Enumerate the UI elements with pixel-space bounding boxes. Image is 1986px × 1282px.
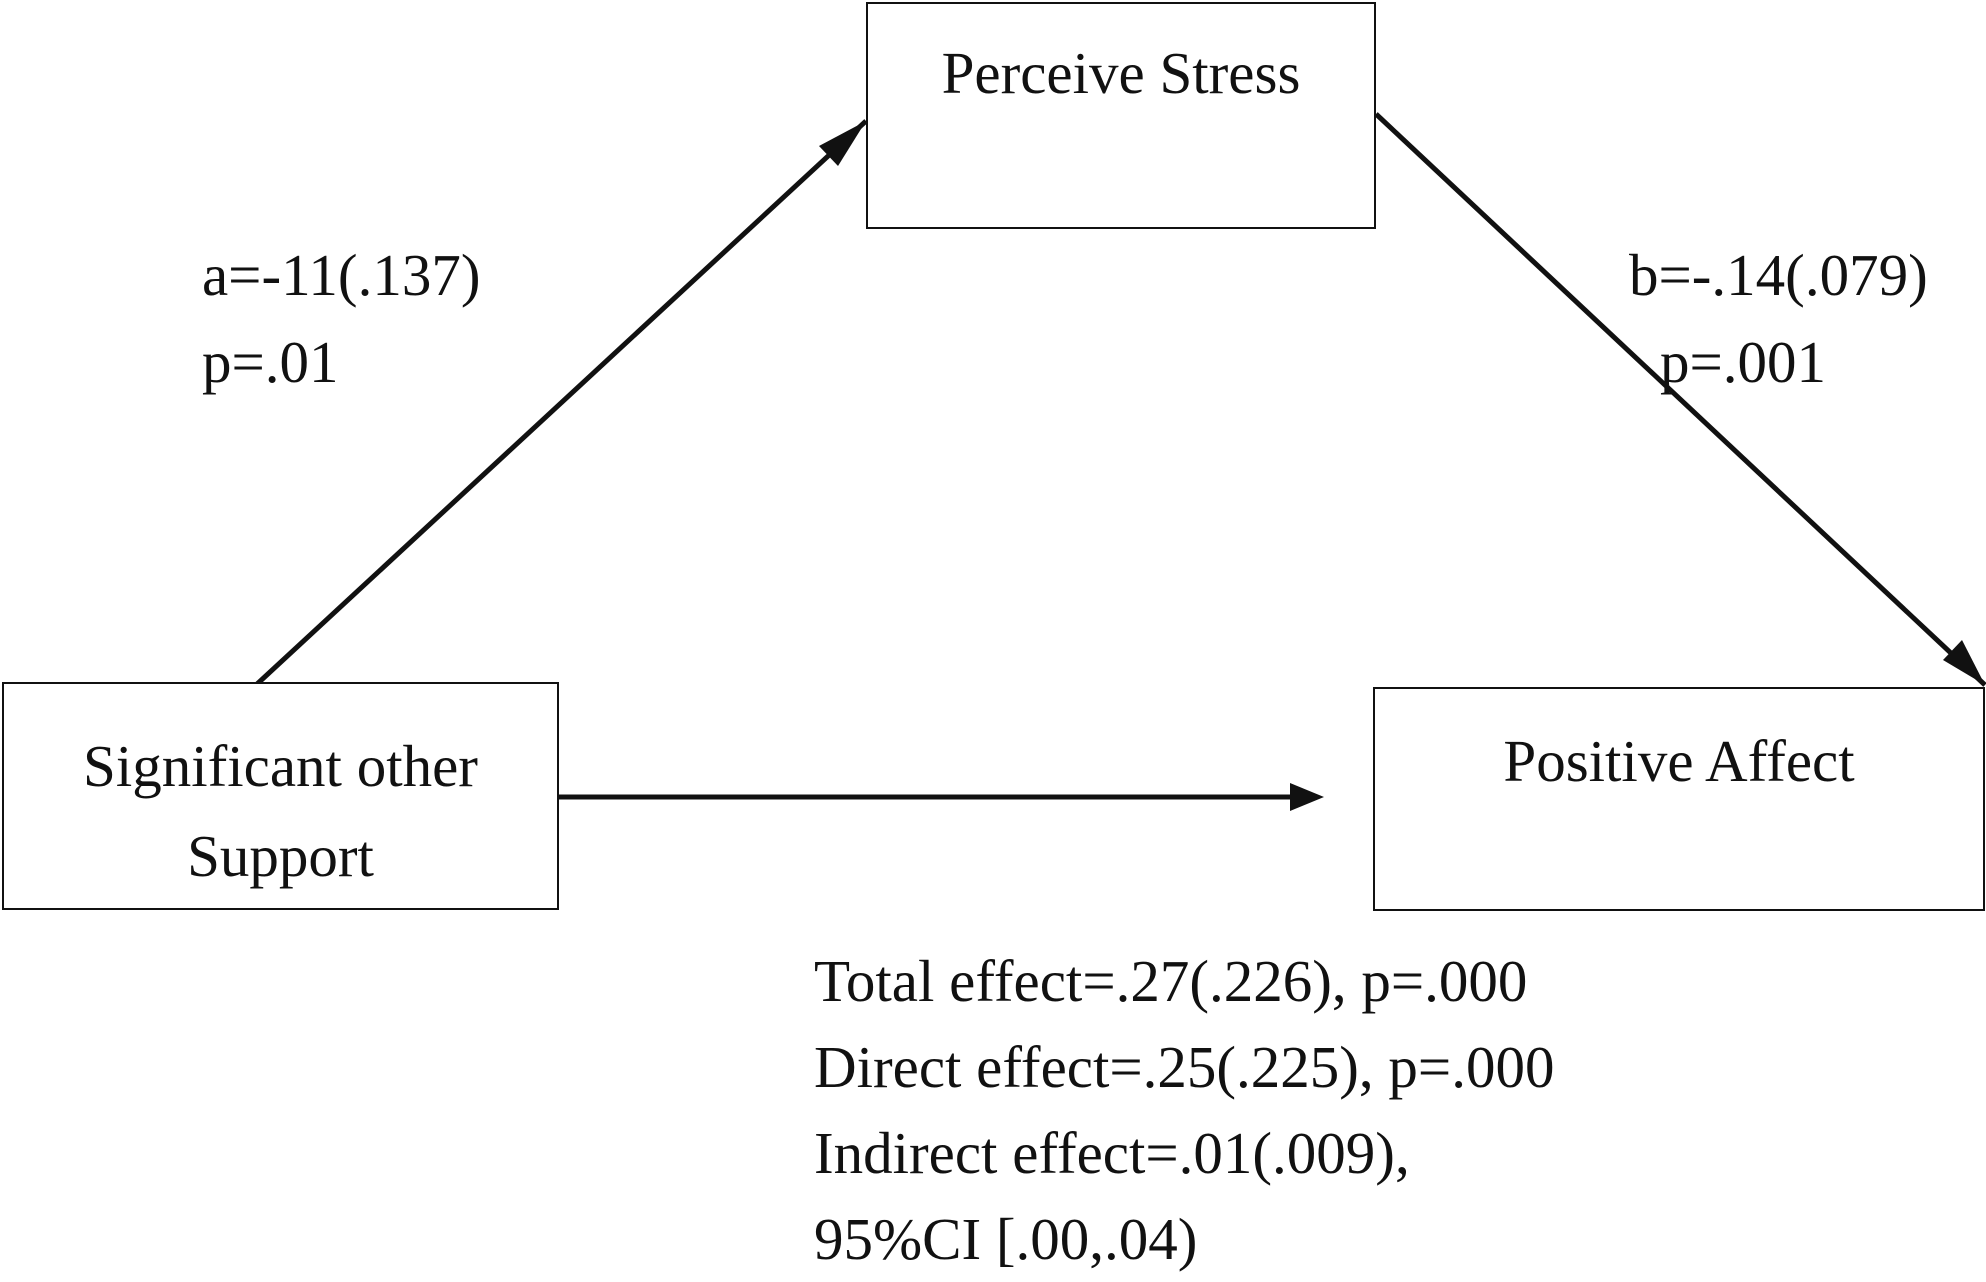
arrow-path-a <box>254 119 868 687</box>
arrowhead-path-c <box>1290 783 1324 811</box>
arrow-path-b <box>1374 112 1986 687</box>
direct-effect-text: Direct effect=.25(.225), p=.000 <box>814 1034 1555 1100</box>
confidence-interval-text: 95%CI [.00,.04) <box>814 1206 1198 1272</box>
arrowhead-path-a <box>819 121 866 166</box>
node-perceive-stress: Perceive Stress <box>866 2 1376 229</box>
path-a-coefficient: a=-11(.137) <box>202 242 481 308</box>
node-positive-affect: Positive Affect <box>1373 687 1985 911</box>
indirect-effect-text: Indirect effect=.01(.009), <box>814 1120 1410 1186</box>
path-b-p-value: p=.001 <box>1660 329 1827 395</box>
node-significant-other-support: Significant other Support <box>2 682 559 910</box>
node-positive-affect-label: Positive Affect <box>1503 728 1855 794</box>
total-effect-text: Total effect=.27(.226), p=.000 <box>814 948 1528 1014</box>
arrowhead-path-b <box>1943 640 1985 685</box>
effects-summary: Total effect=.27(.226), p=.000 Direct ef… <box>814 938 1554 1282</box>
node-perceive-stress-label: Perceive Stress <box>941 40 1301 106</box>
node-significant-other-support-label-line1: Significant other <box>83 733 478 799</box>
path-a-p-value: p=.01 <box>202 329 339 395</box>
path-b-coefficient: b=-.14(.079) <box>1629 242 1928 308</box>
node-significant-other-support-label-line2: Support <box>187 823 374 889</box>
